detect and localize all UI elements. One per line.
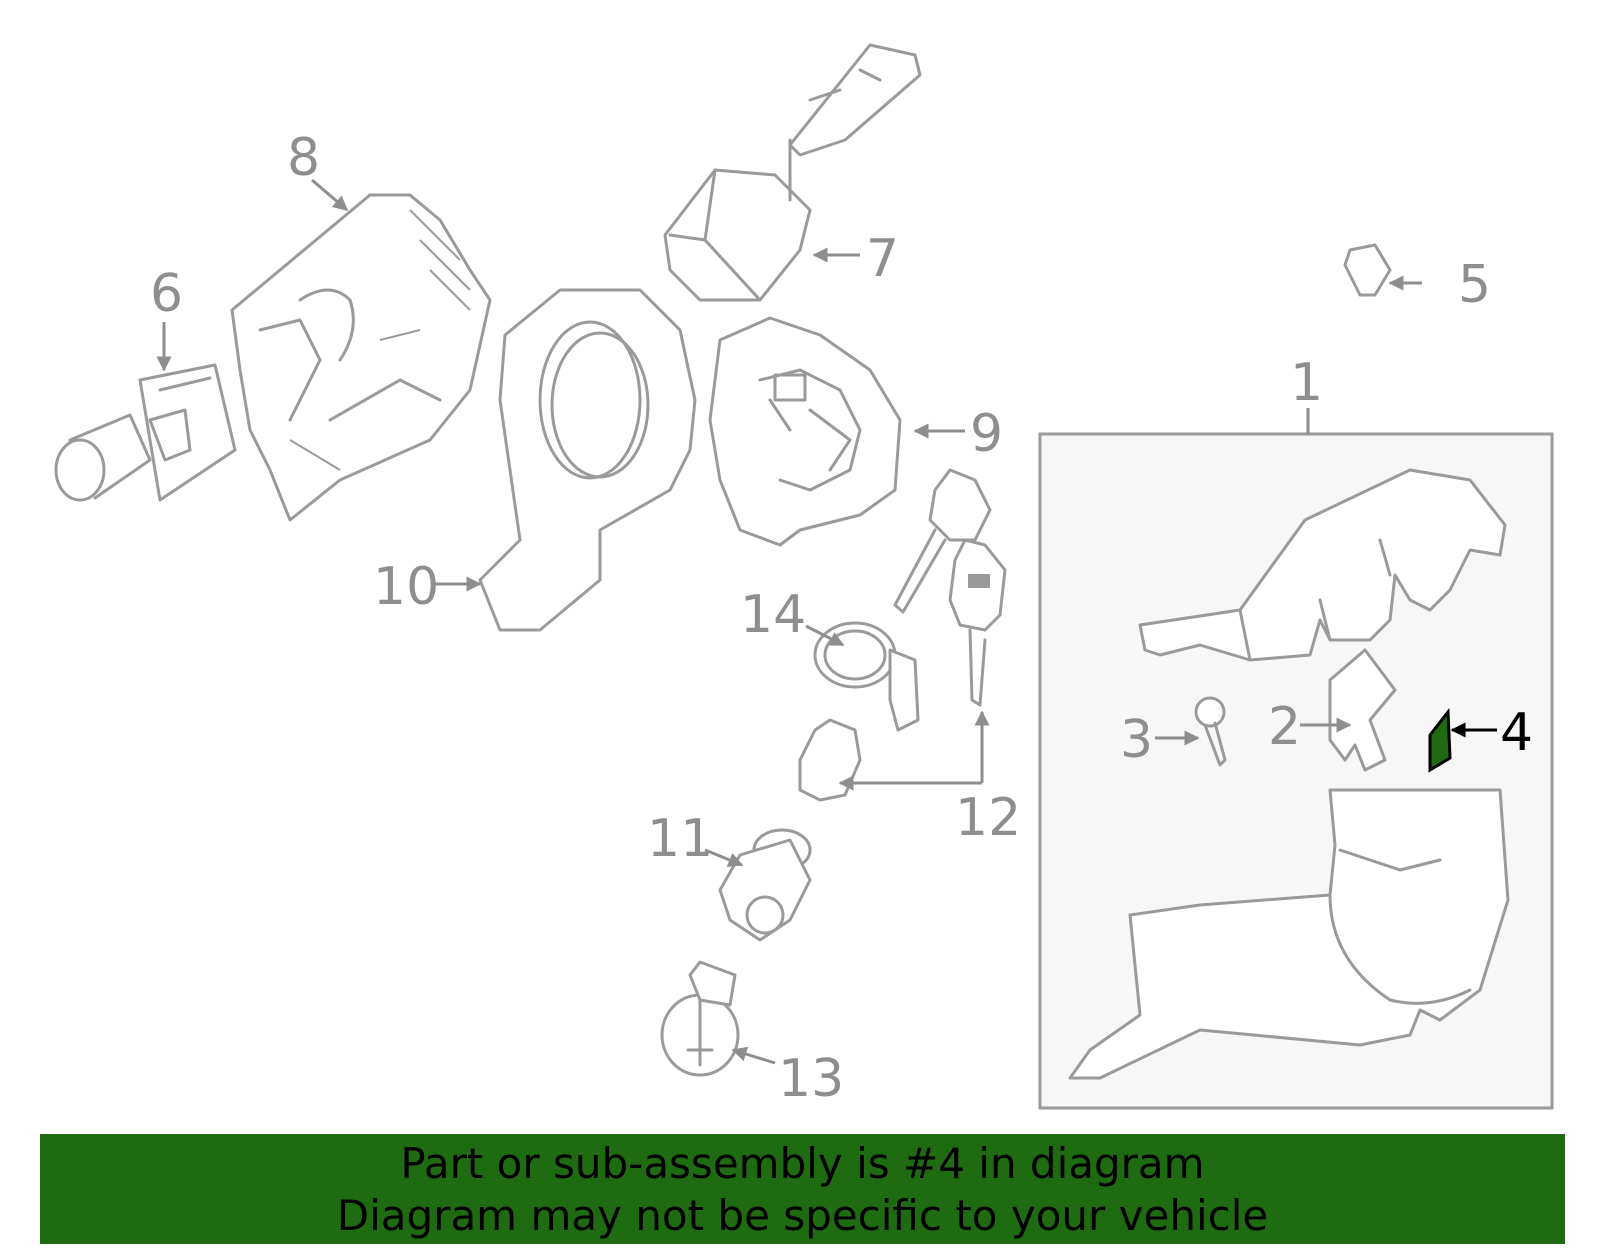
part-6-switch xyxy=(54,363,237,502)
part-9-clockspring xyxy=(708,316,902,547)
callout-8: 8 xyxy=(287,128,320,188)
callout-12: 12 xyxy=(955,788,1021,848)
part-1-lower-shroud xyxy=(1068,788,1510,1080)
part-12-keys xyxy=(893,468,1007,707)
banner-line-2: Diagram may not be specific to your vehi… xyxy=(336,1191,1269,1240)
leader-arrows xyxy=(156,178,1497,1065)
part-2-bracket xyxy=(1328,648,1397,772)
banner-line-1: Part or sub-assembly is #4 in diagram xyxy=(400,1139,1205,1188)
callout-9: 9 xyxy=(970,404,1003,464)
callout-10: 10 xyxy=(373,557,439,617)
part-13-switch xyxy=(660,960,740,1077)
callout-4: 4 xyxy=(1500,703,1533,763)
callout-6: 6 xyxy=(150,264,183,324)
callout-2: 2 xyxy=(1268,697,1301,757)
info-banner: Part or sub-assembly is #4 in diagram Di… xyxy=(40,1134,1565,1244)
parts-diagram: 1 2 3 4 5 6 7 8 9 10 11 12 13 14 xyxy=(54,43,1554,1110)
callout-5: 5 xyxy=(1458,255,1491,315)
part-4-highlighted xyxy=(1428,707,1452,773)
part-11-cylinder xyxy=(718,718,862,942)
callout-3: 3 xyxy=(1120,710,1153,770)
callout-11: 11 xyxy=(647,809,713,869)
part-10-cover xyxy=(478,288,697,632)
part-7-wiper-switch xyxy=(663,43,922,302)
callout-1: 1 xyxy=(1290,353,1323,413)
callout-7: 7 xyxy=(866,229,899,289)
callout-13: 13 xyxy=(778,1049,844,1109)
callout-14: 14 xyxy=(740,585,806,645)
part-3-screw xyxy=(1194,696,1227,767)
part-5-clip xyxy=(1343,243,1392,297)
part-1-upper-shroud xyxy=(1138,468,1507,662)
part-8-housing xyxy=(230,193,492,522)
